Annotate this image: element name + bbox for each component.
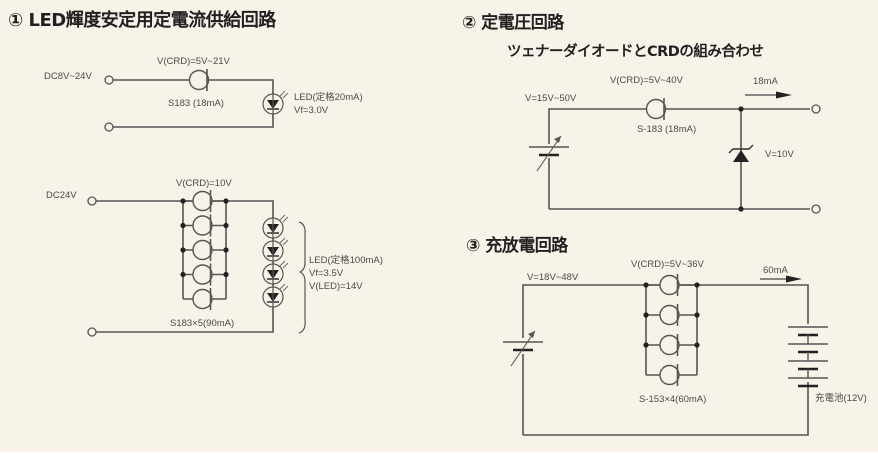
- c3-crd-array: [643, 273, 700, 387]
- circuit3: V=18V~48V V(CRD)=5V~36V S-153×4(60mA) 60…: [501, 259, 867, 436]
- c1l-node: [223, 247, 229, 253]
- c1l-terminal-minus: [87, 327, 97, 337]
- c1l-node: [180, 271, 186, 278]
- c1l-led-rating-label: LED(定格100mA): [309, 254, 383, 266]
- c1l-wire: [96, 200, 274, 333]
- c1l-crd-voltage-label: V(CRD)=10V: [176, 178, 232, 189]
- c1l-node: [180, 222, 186, 229]
- c2-current-arrow: [745, 91, 792, 99]
- c1u-led-rating-label: LED(定格20mA): [294, 91, 363, 103]
- c3-node: [694, 342, 700, 348]
- c2-crd-voltage-label: V(CRD)=5V~40V: [610, 75, 684, 86]
- c1l-crd: [192, 189, 213, 213]
- c1l-led-total-label: V(LED)=14V: [309, 281, 363, 292]
- circuit1-lower: DC24V V(CRD)=10V S183×5(90mA) LED(定格100m…: [46, 178, 383, 337]
- c1l-brace: [298, 221, 306, 334]
- c1u-terminal-minus: [104, 122, 114, 132]
- c3-current-arrow: [760, 275, 802, 283]
- c1l-node: [180, 247, 186, 253]
- c1l-terminal-plus: [87, 196, 97, 206]
- c2-wire-top: [548, 108, 810, 209]
- c2-node-bottom: [738, 206, 744, 212]
- c3-node: [643, 312, 649, 318]
- circuit1-upper: DC8V~24V V(CRD)=5V~21V S183 (18mA) LED(定…: [44, 56, 363, 132]
- c2-supply-label: V=15V~50V: [525, 93, 577, 104]
- c3-crd: [659, 333, 680, 357]
- c1l-node: [223, 222, 229, 229]
- c1l-led: [262, 214, 289, 239]
- c1l-node: [223, 271, 229, 278]
- c1u-terminal-plus: [104, 75, 114, 85]
- c3-crd: [659, 273, 680, 297]
- c1l-crd: [192, 287, 213, 311]
- c3-crd: [659, 303, 680, 327]
- c1u-supply-label: DC8V~24V: [44, 71, 92, 82]
- c2-terminal-plus: [811, 104, 821, 114]
- c2-node-top: [738, 106, 744, 112]
- c1l-node: [180, 198, 186, 204]
- c1l-led-string: [262, 214, 289, 308]
- c2-zener-symbol: [728, 144, 754, 162]
- c1u-crd-symbol: [188, 68, 210, 92]
- c1u-crd-voltage-label: V(CRD)=5V~21V: [157, 56, 231, 67]
- c1l-node: [223, 198, 229, 204]
- c2-terminal-minus: [811, 204, 821, 214]
- c1l-crd: [192, 238, 213, 262]
- c1l-crd-part-label: S183×5(90mA): [170, 318, 234, 329]
- c3-current-label: 60mA: [763, 265, 788, 276]
- c1l-crd-array: [180, 189, 229, 311]
- c1u-led-symbol: [262, 90, 289, 115]
- circuit2-subtitle: ツェナーダイオードとCRDの組み合わせ: [507, 44, 764, 60]
- c3-battery-label: 充電池(12V): [815, 392, 867, 404]
- c1l-led: [262, 283, 289, 308]
- c1l-led-vf-label: Vf=3.5V: [309, 268, 344, 279]
- c1l-led: [262, 237, 289, 262]
- c3-crd-voltage-label: V(CRD)=5V~36V: [631, 259, 705, 270]
- c2-current-label: 18mA: [753, 76, 778, 87]
- c3-supply-label: V=18V~48V: [527, 272, 579, 283]
- circuit2: V=15V~50V V(CRD)=5V~40V S-183 (18mA) 18m…: [525, 75, 821, 214]
- c1u-led-vf-label: Vf=3.0V: [294, 105, 329, 116]
- c3-node: [643, 282, 649, 288]
- c1l-led: [262, 260, 289, 285]
- c1l-supply-label: DC24V: [46, 190, 77, 201]
- c2-crd-part-label: S-183 (18mA): [637, 124, 696, 135]
- c3-node: [643, 342, 649, 348]
- c3-crd: [659, 363, 680, 387]
- c2-crd-symbol: [645, 97, 667, 121]
- c3-wire-bottom: [523, 381, 809, 436]
- c3-node: [694, 312, 700, 318]
- c1u-crd-part-label: S183 (18mA): [168, 98, 224, 109]
- c3-crd-part-label: S-153×4(60mA): [639, 394, 706, 405]
- circuit2-title: ② 定電圧回路: [462, 13, 564, 33]
- c3-battery-symbol: [785, 324, 831, 388]
- c2-zener-voltage-label: V=10V: [765, 149, 794, 160]
- circuit3-title: ③ 充放電回路: [466, 236, 568, 256]
- c1l-crd: [192, 262, 213, 287]
- circuit1-title: ① LED輝度安定用定電流供給回路: [8, 10, 276, 31]
- c1l-crd: [192, 213, 213, 238]
- c3-node: [694, 282, 700, 288]
